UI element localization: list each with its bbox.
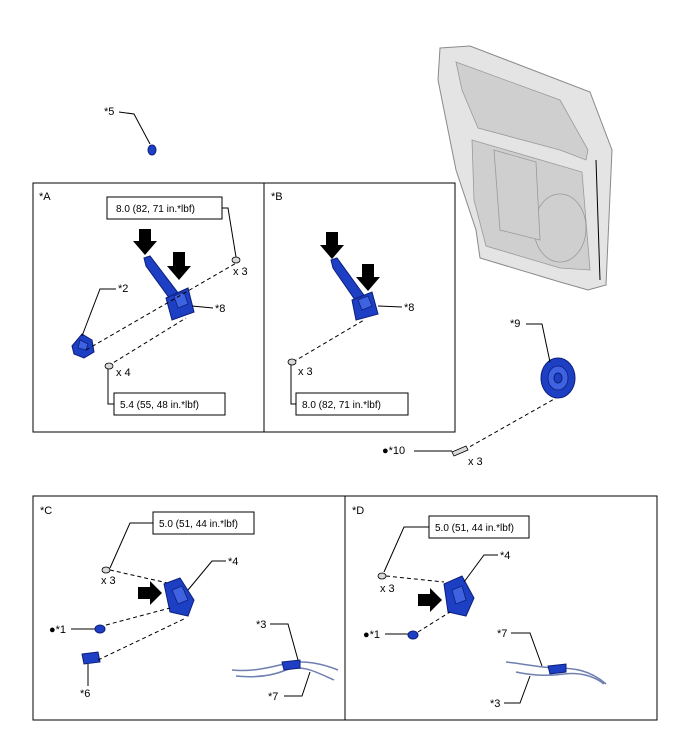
- part-5-group: *5: [104, 106, 157, 156]
- bolt-a-bottom: [104, 362, 114, 370]
- callout-7-c: *7: [268, 691, 278, 703]
- callout-6: *6: [80, 688, 90, 700]
- door-lock-part-4-d: [443, 575, 475, 617]
- arrow-down-icon: [320, 232, 344, 259]
- grommet-part-1-d: [407, 630, 419, 640]
- panel-b-label: *B: [271, 191, 283, 203]
- callout-7-d: *7: [497, 628, 507, 640]
- callout-4-c: *4: [228, 556, 238, 568]
- door-lock-part-4-c: [163, 577, 195, 617]
- callout-8-b: *8: [404, 302, 414, 314]
- window-regulator-a: [143, 255, 195, 321]
- cables-d: [505, 661, 607, 685]
- panel-c-label: *C: [40, 505, 52, 517]
- torque-c: 5.0 (51, 44 in.*lbf): [159, 519, 238, 530]
- callout-1-d: ●*1: [363, 629, 380, 641]
- callout-3-d: *3: [490, 698, 500, 710]
- callout-3-c: *3: [256, 619, 266, 631]
- qty-c: x 3: [101, 575, 116, 587]
- panel-b: [263, 182, 456, 433]
- arrow-down-icon: [133, 229, 157, 255]
- regulator-motor-part-2: [71, 333, 95, 359]
- qty-b: x 3: [298, 366, 313, 378]
- qty-a-bottom: x 4: [116, 367, 131, 379]
- window-regulator-b: [330, 257, 379, 321]
- arrow-right-icon: [138, 581, 162, 605]
- bolt-d: [377, 572, 387, 580]
- torque-box-a-bottom: [113, 392, 226, 416]
- door-panel-illustration: [437, 45, 613, 291]
- bolt-a-top: [231, 256, 241, 264]
- torque-a-bottom: 5.4 (55, 48 in.*lbf): [120, 400, 199, 411]
- arrow-right-icon: [418, 588, 442, 612]
- qty-bolt-10: x 3: [468, 456, 483, 468]
- callout-2: *2: [118, 283, 128, 295]
- torque-a-top: 8.0 (82, 71 in.*lbf): [116, 204, 195, 215]
- callout-8-a: *8: [215, 303, 225, 315]
- torque-d: 5.0 (51, 44 in.*lbf): [435, 523, 514, 534]
- torque-b: 8.0 (82, 71 in.*lbf): [302, 400, 381, 411]
- speaker-part-9: [540, 357, 576, 399]
- torque-box-b: [295, 392, 409, 416]
- panel-d-label: *D: [352, 505, 364, 517]
- cables-c: [231, 659, 339, 681]
- callout-9: *9: [510, 318, 520, 330]
- callout-1-c: ●*1: [49, 624, 66, 636]
- callout-10: ●*10: [382, 445, 405, 457]
- arrow-down-icon: [356, 264, 380, 291]
- part-5-clip: [147, 144, 157, 156]
- bolt-part-10: [451, 445, 469, 457]
- callout-5: *5: [104, 106, 114, 118]
- qty-d: x 3: [380, 583, 395, 595]
- callout-4-d: *4: [500, 550, 510, 562]
- bolt-c: [101, 566, 111, 574]
- grommet-part-1-c: [94, 624, 106, 634]
- panel-d: [344, 495, 658, 721]
- panel-a-label: *A: [39, 191, 51, 203]
- qty-a-top: x 3: [233, 266, 248, 278]
- clip-part-6: [81, 651, 101, 665]
- bolt-b: [287, 358, 297, 366]
- arrow-down-icon: [167, 252, 191, 280]
